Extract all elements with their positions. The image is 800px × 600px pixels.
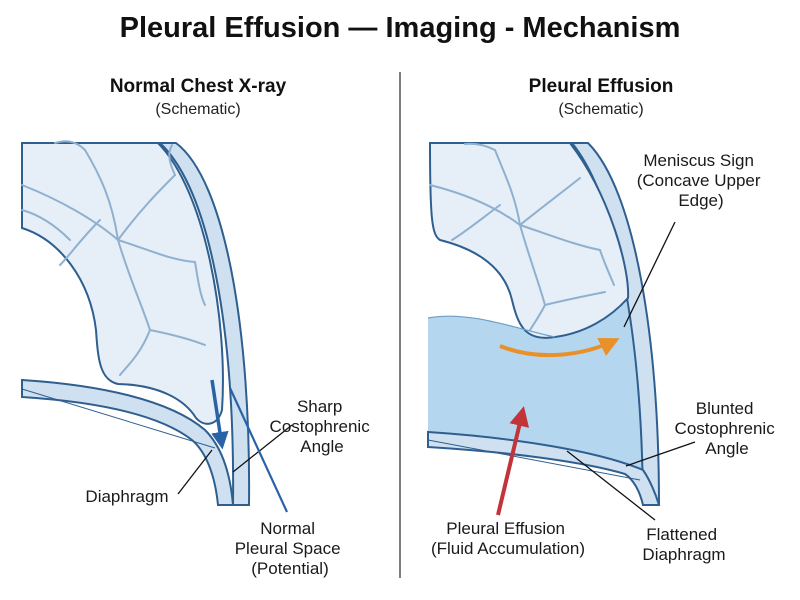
right-panel-title: Pleural Effusion	[529, 76, 674, 97]
left-panel-subtitle: (Schematic)	[155, 101, 240, 118]
sharp-angle-arrow	[210, 379, 229, 450]
label-flattened: Flattened Diaphragm	[642, 525, 725, 564]
right-panel: Meniscus Sign (Concave Upper Edge) Blunt…	[427, 142, 780, 564]
flattened-leader	[566, 450, 656, 521]
meniscus-arrow	[499, 337, 620, 358]
diaphragm-leader	[177, 449, 213, 495]
meniscus-edge	[427, 315, 556, 338]
left-lung-vessels	[21, 140, 206, 376]
meniscus-leader	[623, 221, 676, 328]
left-chest-wall	[157, 142, 251, 506]
left-panel-title: Normal Chest X-ray	[110, 76, 287, 97]
right-diaphragm-midline	[427, 439, 641, 481]
blunted-angle-leader	[625, 441, 696, 467]
left-panel: Diaphragm Sharp Costophrenic Angle Norma…	[21, 140, 375, 578]
label-effusion: Pleural Effusion (Fluid Accumulation)	[431, 519, 585, 558]
label-pleural-space: Normal Pleural Space (Potential)	[235, 519, 346, 578]
pleural-fluid	[428, 296, 643, 470]
label-sharp-angle: Sharp Costophrenic Angle	[270, 397, 375, 456]
label-meniscus: Meniscus Sign (Concave Upper Edge)	[637, 151, 766, 210]
right-diaphragm	[427, 430, 661, 506]
page-title: Pleural Effusion — Imaging - Mechanism	[120, 12, 681, 44]
left-diaphragm	[21, 378, 235, 506]
right-panel-subtitle: (Schematic)	[558, 101, 643, 118]
effusion-arrow	[496, 406, 530, 516]
pleural-space-leader	[229, 387, 288, 513]
sharp-angle-leader	[232, 424, 293, 473]
left-diaphragm-midline	[21, 388, 216, 449]
right-lung-vessels	[429, 142, 615, 331]
label-diaphragm: Diaphragm	[85, 487, 168, 506]
right-lung	[428, 142, 630, 339]
label-blunted-angle: Blunted Costophrenic Angle	[675, 399, 780, 458]
left-lung	[21, 142, 224, 425]
